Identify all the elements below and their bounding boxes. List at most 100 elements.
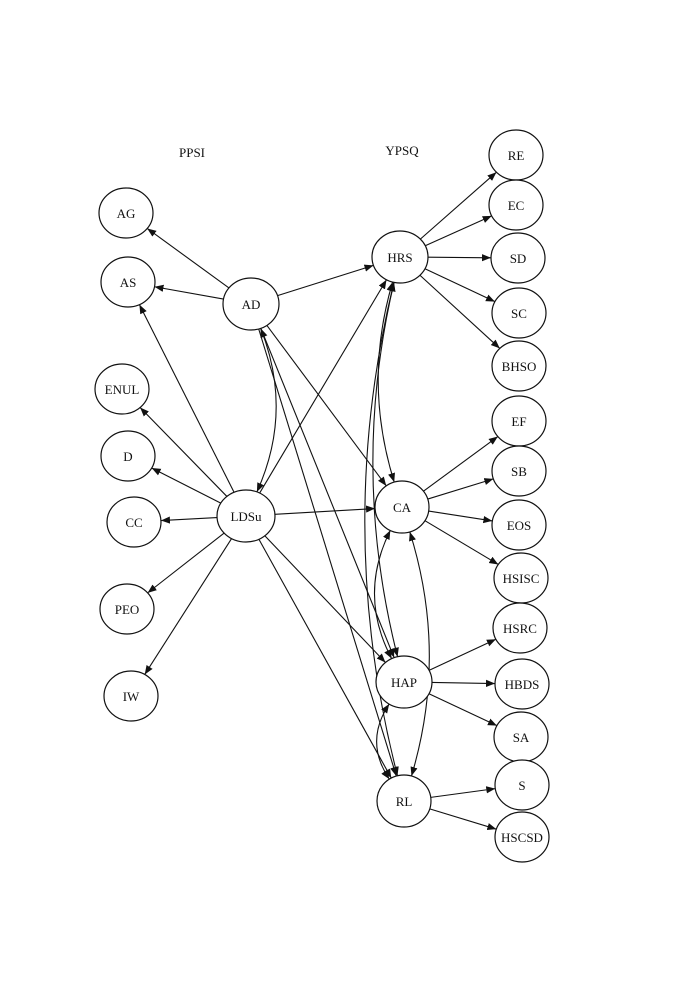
- edge-line-ca-hap: [373, 530, 393, 659]
- edge-line-ad-ca: [266, 325, 387, 487]
- edge-ca-to-hsisc: [424, 520, 499, 565]
- node-ellipse-hscsd: [494, 811, 550, 863]
- node-label-ec: EC: [508, 198, 525, 213]
- edge-ldsu-to-rl: [258, 539, 392, 779]
- edge-line-ldsu-peo: [147, 532, 225, 594]
- edge-ca-to-hap: [373, 530, 393, 659]
- edge-line-hrs-hap: [372, 282, 399, 657]
- node-ellipse-s: [494, 759, 550, 811]
- node-ellipse-peo: [99, 583, 155, 635]
- edge-line-ldsu-cc: [160, 516, 218, 524]
- edge-line-hrs-sc: [424, 268, 496, 303]
- edge-hrs-to-sd: [427, 254, 492, 262]
- node-sb: SB: [491, 445, 547, 497]
- edge-line-ad-as: [154, 284, 224, 300]
- edge-line-ad-ag: [146, 228, 230, 289]
- edge-line-ad-hap: [260, 328, 395, 658]
- node-label-hscsd: HSCSD: [501, 830, 543, 845]
- node-label-s: S: [518, 778, 525, 793]
- node-peo: PEO: [99, 583, 155, 635]
- node-label-sc: SC: [511, 306, 527, 321]
- node-label-hap: HAP: [391, 675, 417, 690]
- edge-ldsu-to-d: [151, 467, 222, 504]
- edge-ad-to-hap: [260, 328, 395, 658]
- node-ellipse-eos: [491, 499, 547, 551]
- edge-line-ldsu-enul: [139, 407, 228, 497]
- edge-ldsu-to-hap: [264, 535, 386, 663]
- node-hbds: HBDS: [494, 658, 550, 710]
- edge-ldsu-to-iw: [144, 538, 233, 675]
- node-bhso: BHSO: [491, 340, 547, 392]
- node-label-sd: SD: [510, 251, 527, 266]
- edge-line-hap-sa: [428, 693, 498, 727]
- edge-hrs-to-hap: [372, 282, 399, 657]
- edge-ldsu-to-peo: [147, 532, 225, 594]
- edge-line-ad-hrs: [277, 264, 374, 297]
- node-label-as: AS: [120, 275, 137, 290]
- node-hrs: HRS: [371, 230, 429, 284]
- node-cc: CC: [106, 496, 162, 548]
- edge-line-hap-hsrc: [428, 638, 497, 671]
- edge-line-hap-hbds: [431, 679, 496, 687]
- edge-line-ad-ldsu: [256, 328, 277, 493]
- node-label-ca: CA: [393, 500, 412, 515]
- edge-line-ldsu-d: [151, 467, 222, 504]
- edge-hrs-to-ec: [424, 215, 492, 247]
- node-label-ag: AG: [117, 206, 136, 221]
- node-ellipse-as: [100, 256, 156, 308]
- node-ellipse-hap: [375, 655, 433, 709]
- node-label-ad: AD: [242, 297, 261, 312]
- edge-line-ldsu-iw: [144, 538, 233, 675]
- node-ellipse-ec: [488, 179, 544, 231]
- node-hsrc: HSRC: [492, 602, 548, 654]
- node-label-re: RE: [508, 148, 525, 163]
- node-label-hsisc: HSISC: [503, 571, 540, 586]
- edge-line-ldsu-ca: [274, 505, 376, 515]
- node-ec: EC: [488, 179, 544, 231]
- node-sd: SD: [490, 232, 546, 284]
- node-label-sb: SB: [511, 464, 527, 479]
- edge-line-ca-hsisc: [424, 520, 499, 565]
- edge-hrs-to-sc: [424, 268, 496, 303]
- node-ellipse-cc: [106, 496, 162, 548]
- edge-ldsu-to-cc: [160, 516, 218, 524]
- edge-line-ca-sb: [427, 478, 494, 500]
- node-ellipse-ldsu: [216, 489, 276, 543]
- edge-line-ca-rl: [409, 531, 430, 777]
- edge-hap-to-sa: [428, 693, 498, 727]
- edge-ca-to-eos: [428, 510, 493, 524]
- node-s: S: [494, 759, 550, 811]
- edge-line-ldsu-hap: [264, 535, 386, 663]
- edge-ad-to-ca: [266, 325, 387, 487]
- node-enul: ENUL: [94, 363, 150, 415]
- node-ellipse-hbds: [494, 658, 550, 710]
- edge-hap-to-hsrc: [428, 638, 497, 671]
- edge-ldsu-to-ca: [274, 505, 376, 515]
- edge-rl-to-hscsd: [429, 808, 497, 830]
- edge-ldsu-to-enul: [139, 407, 228, 497]
- node-ad: AD: [222, 277, 280, 331]
- edge-ad-to-rl: [258, 328, 398, 777]
- node-iw: IW: [103, 670, 159, 722]
- group-label-ppsi: PPSI: [179, 145, 205, 160]
- edge-line-hrs-re: [419, 171, 497, 240]
- node-hap: HAP: [375, 655, 433, 709]
- node-label-peo: PEO: [115, 602, 140, 617]
- edge-line-ca-eos: [428, 510, 493, 524]
- edge-hrs-to-re: [419, 171, 497, 240]
- edge-line-rl-s: [430, 786, 496, 798]
- node-ellipse-sb: [491, 445, 547, 497]
- node-as: AS: [100, 256, 156, 308]
- node-ellipse-ca: [374, 480, 430, 534]
- edge-ad-to-ag: [146, 228, 230, 289]
- node-ag: AG: [98, 187, 154, 239]
- node-label-cc: CC: [125, 515, 142, 530]
- edge-ca-to-rl: [409, 531, 430, 777]
- node-label-ef: EF: [511, 414, 526, 429]
- edge-line-ldsu-hrs: [259, 279, 387, 494]
- edge-ad-to-ldsu: [256, 328, 277, 493]
- node-d: D: [100, 430, 156, 482]
- node-label-iw: IW: [123, 689, 140, 704]
- edge-ad-to-as: [154, 284, 224, 300]
